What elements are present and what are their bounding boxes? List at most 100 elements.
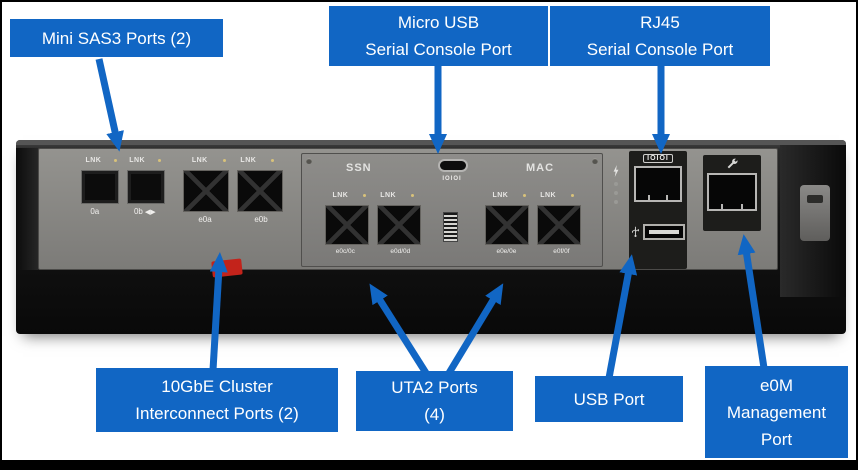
- status-led: [614, 191, 618, 195]
- uta2-port-labels-right: e0e/0e e0f/0f: [478, 248, 588, 255]
- lnk-label: LNK: [240, 157, 257, 164]
- mac-label: MAC: [526, 162, 555, 174]
- callout-text: RJ45: [640, 13, 680, 32]
- led-indicator: [157, 159, 161, 162]
- callout-text: Mini SAS3 Ports (2): [41, 28, 192, 48]
- uta2-port-labels-left: e0c/0c e0d/0d: [318, 248, 428, 255]
- serial-console-label: IOIOI: [643, 154, 673, 163]
- callout-text: USB Port: [573, 389, 645, 409]
- port-label-0b: 0b◀▶: [134, 207, 156, 216]
- usb-row: [631, 224, 685, 240]
- uta2-ports-left: [318, 205, 428, 245]
- figure-bottom-border: [2, 460, 856, 468]
- callout-rj45-console: RJ45 Serial Console Port: [550, 6, 770, 66]
- micro-usb-console-label: IOIOI: [442, 176, 462, 182]
- uta2-port-pair-left: LNK LNK e0c/0c e0d/0d: [318, 190, 428, 255]
- status-led: [614, 182, 618, 186]
- sas-link-leds: LNK LNK: [73, 155, 173, 166]
- uta2-link-leds: LNK LNK: [318, 190, 428, 201]
- wrench-icon: [727, 158, 738, 169]
- callout-text: (4): [424, 405, 445, 424]
- cluster-ports: [177, 170, 289, 212]
- callout-text: UTA2 Ports: [391, 378, 478, 397]
- callout-text: 10GbE Cluster: [161, 377, 273, 396]
- port-label-text: 0b: [133, 207, 143, 216]
- controller-rear-panel: LNK LNK 0a 0b◀▶ LNK LNK: [16, 140, 846, 334]
- status-led: [614, 200, 618, 204]
- callout-text: e0M: [759, 375, 794, 395]
- sfp-port-e0f: [537, 205, 581, 245]
- lnk-label: LNK: [380, 192, 397, 199]
- led-indicator: [410, 194, 414, 197]
- micro-usb-console-port: [438, 159, 468, 172]
- e0m-management-module: [703, 155, 761, 231]
- status-led-column: [609, 165, 623, 204]
- red-pull-tab: [211, 258, 243, 278]
- port-label-e0a: e0a: [198, 215, 212, 224]
- sas-direction-icon: ◀▶: [144, 209, 156, 216]
- usb-port: [643, 224, 685, 240]
- latch-handle: [800, 185, 830, 241]
- callout-e0m-management: e0M Management Port: [705, 366, 848, 458]
- usb-trident-icon: [632, 226, 639, 238]
- callout-usb-port: USB Port: [535, 376, 683, 422]
- cluster-interconnect-group: LNK LNK e0a e0b: [177, 155, 289, 224]
- uta2-link-leds: LNK LNK: [478, 190, 588, 201]
- port-label-e0e: e0e/0e: [496, 248, 517, 255]
- lnk-label: LNK: [191, 157, 208, 164]
- rj45-serial-console-port: [634, 166, 682, 202]
- lnk-label: LNK: [85, 157, 102, 164]
- mini-sas-group: LNK LNK 0a 0b◀▶: [73, 155, 173, 216]
- port-label-e0b: e0b: [254, 215, 268, 224]
- led-indicator: [271, 159, 275, 162]
- cluster-port-labels: e0a e0b: [177, 215, 289, 224]
- mini-sas-port-0a: [81, 170, 119, 204]
- led-indicator: [362, 194, 366, 197]
- power-bolt-icon: [613, 165, 619, 177]
- uta2-card: SSN MAC IOIOI LNK LNK e0c/0c e0d/0d: [301, 153, 603, 267]
- led-indicator: [522, 194, 526, 197]
- lnk-label: LNK: [129, 157, 146, 164]
- ssn-label: SSN: [346, 162, 372, 174]
- sfp-port-e0a: [183, 170, 229, 212]
- callout-micro-usb-console: Micro USB Serial Console Port: [329, 6, 548, 66]
- port-label-e0d: e0d/0d: [390, 248, 411, 255]
- callout-uta2-ports: UTA2 Ports (4): [356, 371, 513, 431]
- chassis-left-ear: [16, 148, 38, 270]
- cluster-link-leds: LNK LNK: [177, 155, 289, 166]
- sfp-port-e0c: [325, 205, 369, 245]
- callout-cluster-interconnect: 10GbE Cluster Interconnect Ports (2): [96, 368, 338, 432]
- led-indicator: [570, 194, 574, 197]
- port-label-0a: 0a: [90, 207, 100, 216]
- sas-port-labels: 0a 0b◀▶: [73, 207, 173, 216]
- mini-sas-ports: [73, 170, 173, 204]
- e0m-management-port: [707, 173, 757, 211]
- lnk-label: LNK: [492, 192, 509, 199]
- callout-text: Serial Console Port: [365, 40, 512, 59]
- led-indicator: [222, 159, 226, 162]
- lnk-label: LNK: [332, 192, 349, 199]
- sfp-port-e0e: [485, 205, 529, 245]
- callout-text: Serial Console Port: [586, 40, 734, 59]
- led-indicator: [113, 159, 117, 162]
- callout-text: Interconnect Ports (2): [135, 404, 299, 423]
- sfp-port-e0b: [237, 170, 283, 212]
- sfp-port-e0d: [377, 205, 421, 245]
- screw-icon: [306, 158, 312, 164]
- uta2-ports-right: [478, 205, 588, 245]
- faceplate: LNK LNK 0a 0b◀▶ LNK LNK: [38, 148, 778, 270]
- lnk-label: LNK: [540, 192, 557, 199]
- callout-text: Micro USB: [397, 13, 480, 32]
- barcode-sticker: [443, 212, 458, 242]
- chassis-right-bezel: [780, 145, 846, 297]
- callout-text: Management: [726, 402, 827, 422]
- callout-mini-sas3-ports: Mini SAS3 Ports (2): [10, 19, 223, 57]
- port-label-e0f: e0f/0f: [553, 248, 570, 255]
- console-usb-module: IOIOI: [629, 151, 687, 269]
- screw-icon: [592, 158, 598, 164]
- port-label-e0c: e0c/0c: [335, 248, 355, 255]
- arrow-mini-sas3: [95, 58, 124, 152]
- mini-sas-port-0b: [127, 170, 165, 204]
- uta2-port-pair-right: LNK LNK e0e/0e e0f/0f: [478, 190, 588, 255]
